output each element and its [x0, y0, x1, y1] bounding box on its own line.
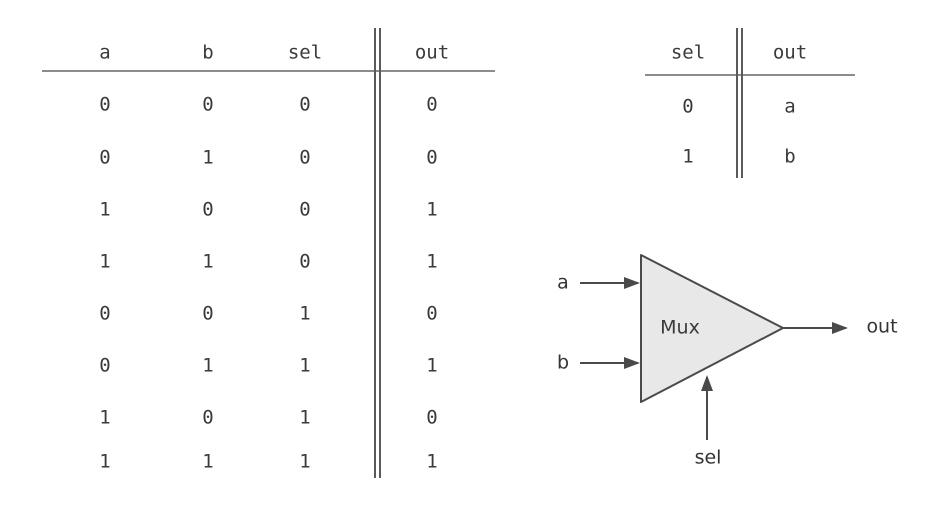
- truth-table-out-separator: [374, 28, 381, 478]
- table-row: 1: [299, 302, 311, 325]
- select-label: sel: [694, 446, 722, 469]
- mux-triangle-shape: [640, 254, 784, 403]
- table-row: 1: [426, 354, 438, 377]
- mux-symbol-graphic: [580, 254, 848, 440]
- truth-table-header-b: b: [202, 41, 214, 64]
- table-row: 1: [99, 450, 111, 473]
- table-row: 0: [426, 93, 438, 116]
- abstract-table-header-out: out: [772, 41, 808, 64]
- table-row: 0: [299, 198, 311, 221]
- table-row: 1: [299, 450, 311, 473]
- table-row: 0: [99, 302, 111, 325]
- table-row: 0: [426, 146, 438, 169]
- table-row: 1: [202, 450, 214, 473]
- abstract-table-header-rule: [645, 74, 855, 76]
- table-row: 0: [202, 406, 214, 429]
- table-row: 1: [299, 354, 311, 377]
- truth-table-header-rule: [42, 70, 495, 72]
- table-row: 1: [202, 354, 214, 377]
- table-row: 0: [299, 250, 311, 273]
- abstract-table-out-separator: [736, 28, 743, 178]
- mux-diagram: Mux a b sel out: [520, 230, 940, 480]
- table-row: 1: [682, 145, 694, 168]
- table-row: 1: [426, 198, 438, 221]
- truth-table-header-sel: sel: [287, 41, 323, 64]
- table-row: b: [784, 145, 796, 168]
- abstract-table-header-sel: sel: [670, 41, 706, 64]
- table-row: 0: [202, 93, 214, 116]
- table-row: 1: [99, 406, 111, 429]
- table-row: 0: [99, 354, 111, 377]
- input-b-label: b: [556, 351, 570, 374]
- table-row: 1: [426, 450, 438, 473]
- output-label: out: [866, 315, 898, 338]
- truth-table-header-out: out: [414, 41, 450, 64]
- table-row: 1: [299, 406, 311, 429]
- truth-table: a b sel out 0 0 0 0 0 1 0 0 1 0 0 1 1 1 …: [42, 28, 495, 478]
- table-row: 1: [99, 198, 111, 221]
- table-row: 0: [202, 198, 214, 221]
- input-a-label: a: [557, 271, 569, 294]
- table-row: a: [784, 95, 796, 118]
- table-row: 0: [426, 406, 438, 429]
- abstract-table: sel out 0 a 1 b: [0, 0, 940, 200]
- table-row: 0: [99, 146, 111, 169]
- table-row: 0: [99, 93, 111, 116]
- table-row: 0: [299, 93, 311, 116]
- table-row: 0: [682, 95, 694, 118]
- table-row: 1: [202, 146, 214, 169]
- table-row: 1: [202, 250, 214, 273]
- table-row: 0: [426, 302, 438, 325]
- table-row: 0: [299, 146, 311, 169]
- truth-table-header-a: a: [99, 41, 111, 64]
- table-row: 1: [99, 250, 111, 273]
- table-row: 0: [202, 302, 214, 325]
- table-row: 1: [426, 250, 438, 273]
- mux-body-label: Mux: [660, 316, 700, 339]
